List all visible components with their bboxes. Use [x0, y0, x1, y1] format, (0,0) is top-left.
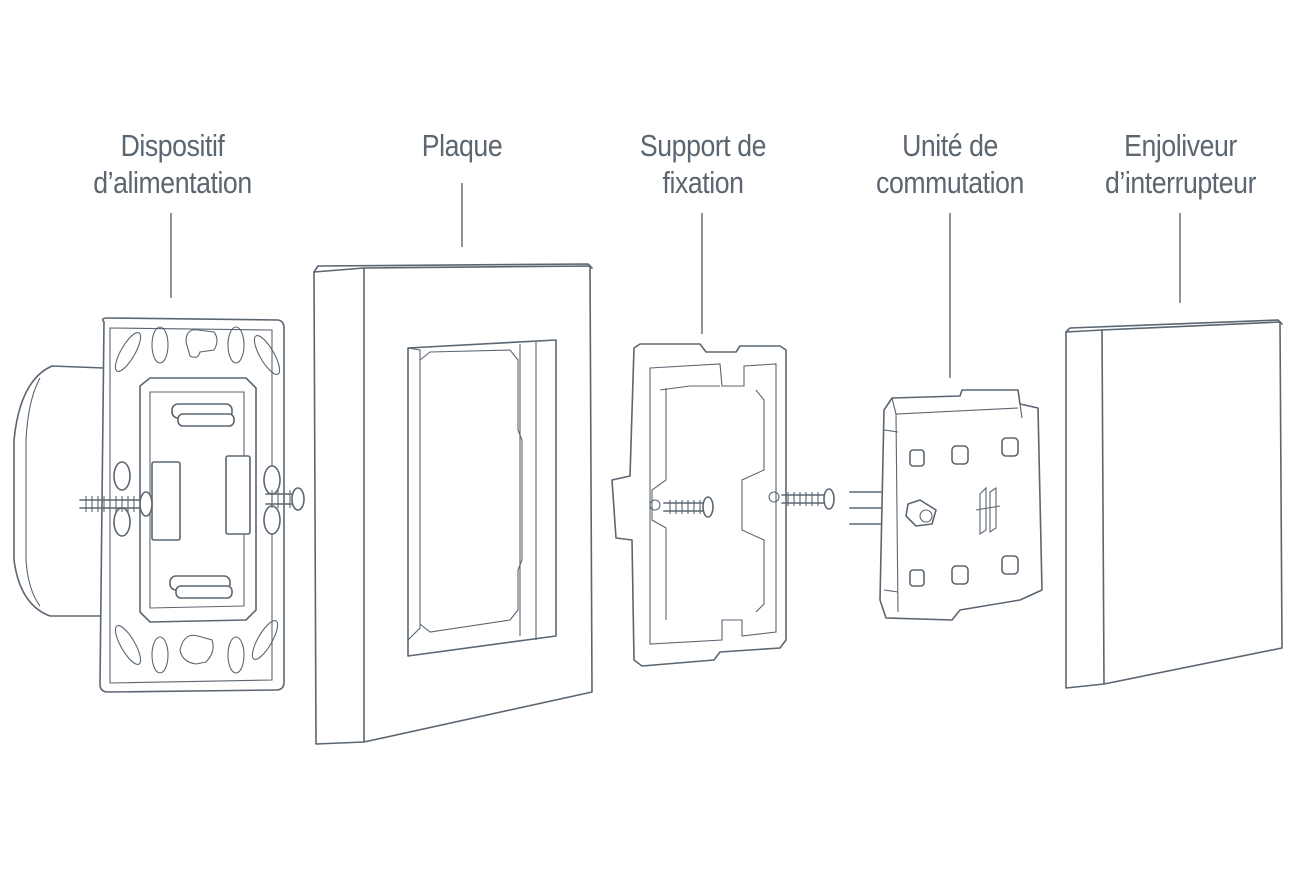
label-unite-line2: commutation [876, 165, 1024, 200]
label-dispositif-alimentation: Dispositif d’alimentation [76, 127, 270, 201]
label-dispositif-line2: d’alimentation [93, 165, 252, 200]
switch-cover [1065, 319, 1283, 689]
label-plaque: Plaque [385, 127, 540, 164]
bracket-screw-left [663, 496, 714, 518]
label-enjoliveur-line1: Enjoliveur [1124, 128, 1237, 163]
right-screw [265, 487, 305, 511]
left-screw [79, 491, 153, 517]
label-support-line2: fixation [662, 165, 744, 200]
label-support-fixation: Support de fixation [617, 127, 789, 201]
power-device [13, 317, 305, 693]
frame-plate [313, 263, 593, 745]
label-unite-commutation: Unité de commutation [855, 127, 1044, 201]
label-enjoliveur-line2: d’interrupteur [1104, 165, 1257, 200]
label-plaque-line1: Plaque [421, 128, 503, 163]
mounting-bracket [611, 343, 835, 667]
leader-lines [170, 183, 1181, 378]
bracket-screw-right [781, 488, 835, 510]
label-dispositif-line1: Dispositif [120, 128, 225, 163]
label-unite-line1: Unité de [902, 128, 998, 163]
label-support-line1: Support de [639, 128, 767, 163]
switching-unit [849, 389, 1043, 621]
label-enjoliveur-interrupteur: Enjoliveur d’interrupteur [1084, 127, 1278, 201]
